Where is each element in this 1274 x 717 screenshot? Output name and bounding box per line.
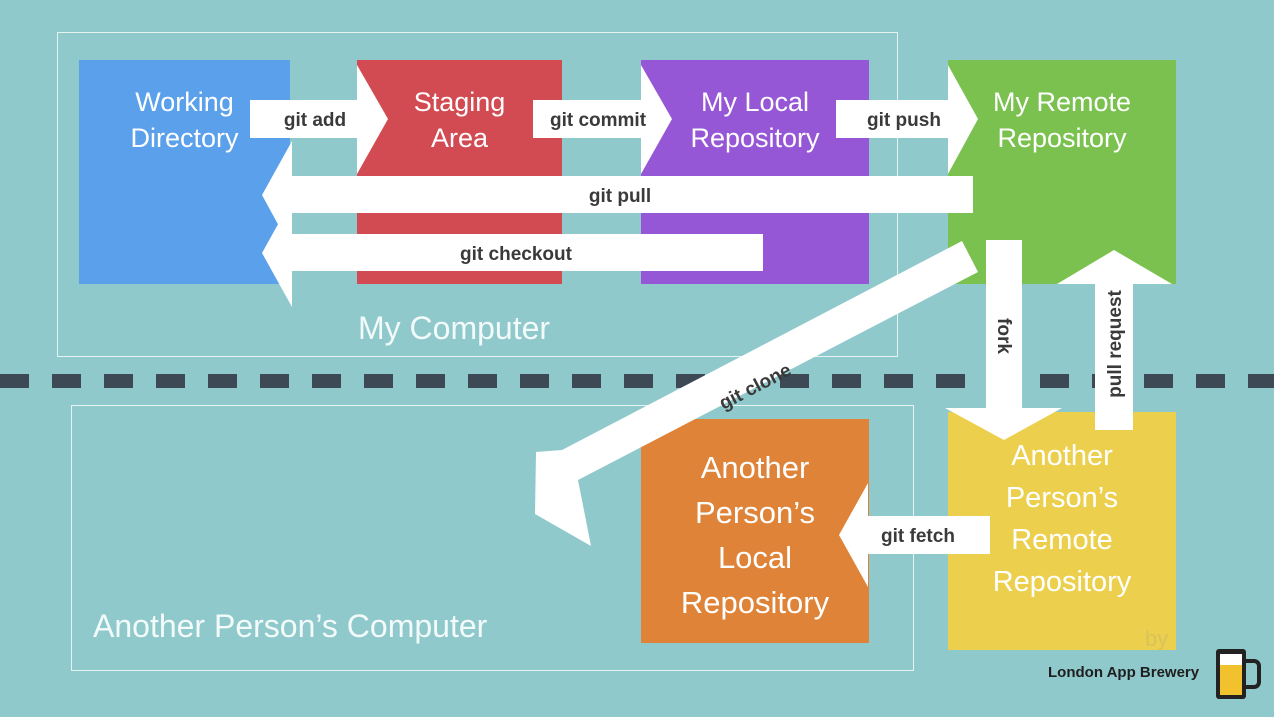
- git-checkout-label: git checkout: [460, 244, 573, 265]
- another-local-repository-label-4: Repository: [680, 585, 830, 620]
- git-clone-arrow: [535, 241, 978, 546]
- another-remote-repository-label-2: Person’s: [1005, 482, 1119, 514]
- another-computer-label: Another Person’s Computer: [93, 608, 488, 644]
- another-local-repository-label-3: Local: [717, 540, 793, 575]
- another-local-repository-label-2: Person’s: [694, 495, 816, 530]
- working-directory-box: Working Directory: [79, 60, 290, 284]
- another-remote-repository-label-1: Another: [1011, 440, 1113, 472]
- another-remote-repository-label-3: Remote: [1011, 524, 1113, 556]
- git-commit-label: git commit: [550, 110, 647, 131]
- git-checkout-arrow: [262, 199, 763, 307]
- faded-watermark-text: by: [1145, 626, 1169, 651]
- working-directory-label-1: Working: [135, 87, 234, 117]
- fork-label: fork: [993, 318, 1014, 354]
- git-commit-arrow: [533, 65, 672, 174]
- beer-mug-icon: [1216, 649, 1261, 699]
- my-remote-repository-label-1: My Remote: [992, 87, 1132, 117]
- git-pull-label: git pull: [589, 186, 651, 207]
- git-push-arrow: [836, 65, 978, 174]
- my-local-repository-label-2: Repository: [690, 123, 820, 153]
- pull-request-label: pull request: [1105, 289, 1126, 397]
- working-directory-label-2: Directory: [130, 123, 239, 153]
- staging-area-label-1: Staging: [413, 87, 506, 117]
- network-divider: [0, 374, 1274, 388]
- pull-request-arrow: [1095, 282, 1133, 430]
- git-pull-arrow: [262, 141, 973, 250]
- git-add-arrow: [250, 65, 388, 174]
- my-local-repository-label-1: My Local: [700, 87, 810, 117]
- another-local-repository-box: Another Person’s Local Repository: [641, 419, 869, 643]
- pull-request-arrowhead: [1057, 250, 1172, 284]
- fork-arrow: [945, 240, 1062, 440]
- git-add-label: git add: [284, 110, 346, 131]
- staging-area-label-2: Area: [430, 123, 489, 153]
- my-computer-label: My Computer: [358, 310, 551, 346]
- brand-name: London App Brewery: [1048, 664, 1200, 681]
- another-remote-repository-label-4: Repository: [992, 566, 1132, 598]
- another-local-repository-label-1: Another: [700, 450, 810, 485]
- git-push-label: git push: [867, 110, 941, 131]
- git-fetch-label: git fetch: [881, 526, 955, 547]
- my-remote-repository-label-2: Repository: [997, 123, 1127, 153]
- git-fetch-arrow: [839, 483, 990, 587]
